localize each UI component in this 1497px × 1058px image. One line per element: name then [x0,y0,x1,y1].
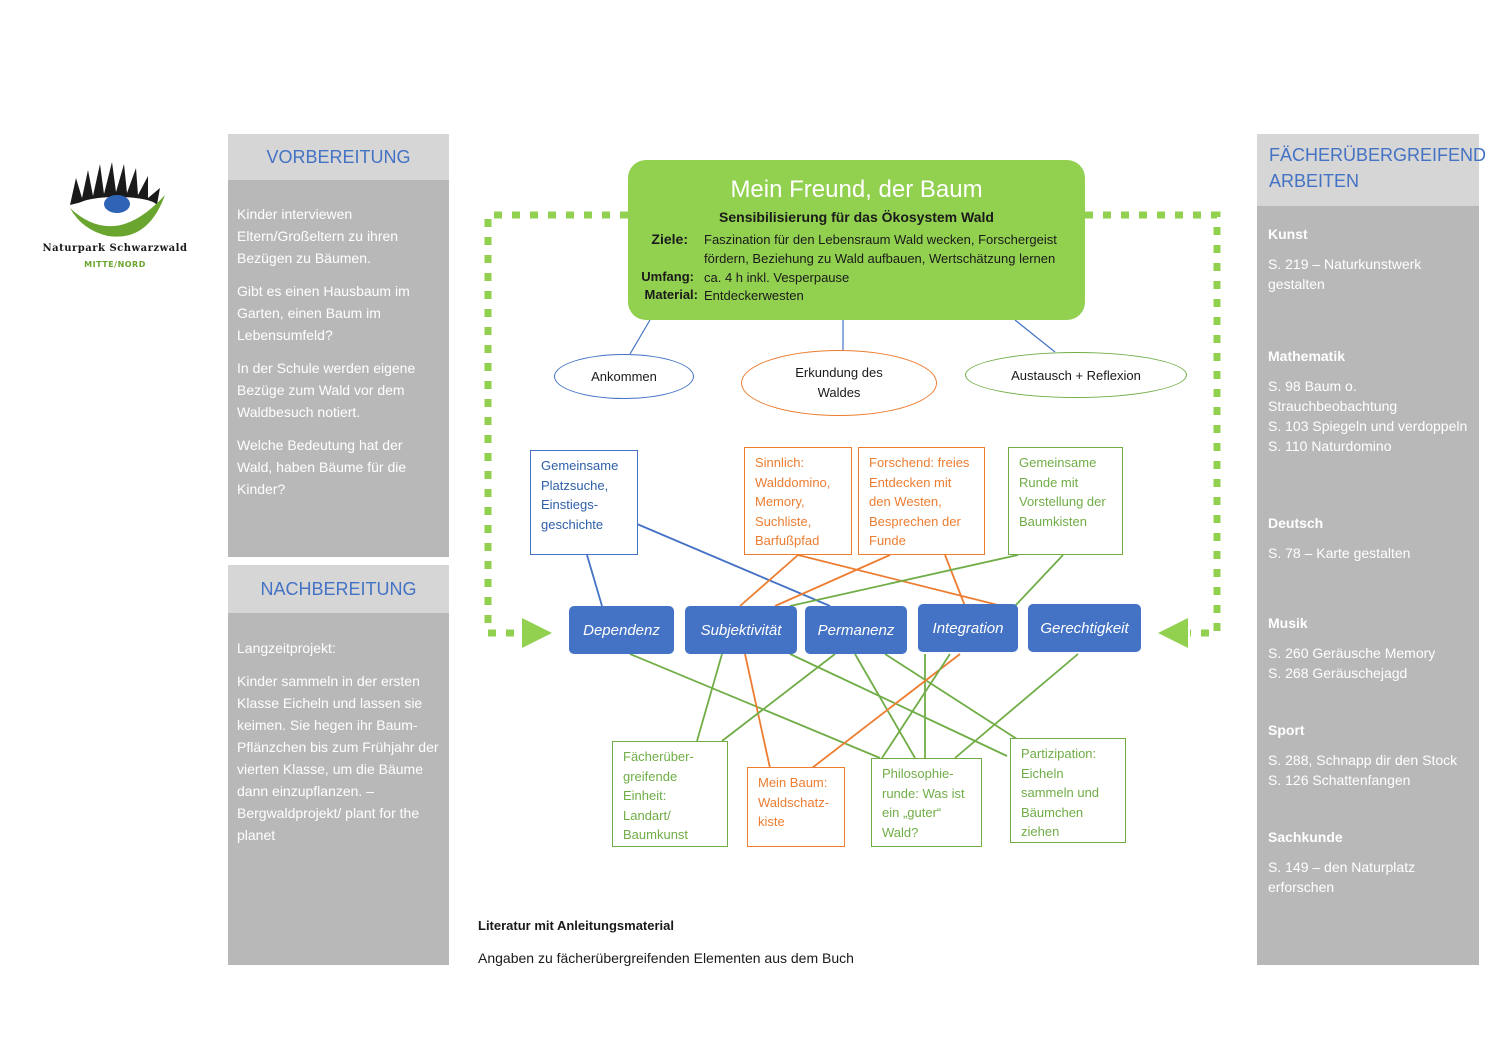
logo-crown [70,162,160,210]
principle-gerechtigkeit: Gerechtigkeit [1028,604,1141,652]
prep-text: Kinder interviewen Eltern/Großeltern zu … [228,183,449,500]
phase-connectors [629,319,1056,355]
phase-ankommen: Ankommen [554,354,694,399]
logo-name: Naturpark Schwarzwald [42,243,188,254]
subject-name: Kunst [1268,226,1308,242]
post-text: Langzeitprojekt: Kinder sammeln in der e… [228,613,449,846]
ziele-text: Faszination für den Lebensraum Wald weck… [704,232,1057,266]
ziele-label: Ziele: [651,231,688,247]
subject-list: Kunst S. 219 – Naturkunstwerk gestalten … [1257,206,1479,897]
subject-item: S. 126 Schattenfangen [1268,772,1411,788]
literature-note: Angaben zu fächerübergreifenden Elemente… [478,950,854,966]
loop-arrow-left [522,618,552,648]
principle-integration: Integration [918,604,1018,652]
post-intro: Langzeitprojekt: [237,640,336,656]
subject-name: Sport [1268,722,1305,738]
umfang-label: Umfang: [641,269,694,284]
subject-name: Sachkunde [1268,829,1343,845]
principle-subjektivitaet: Subjektivität [685,606,797,654]
subject-deutsch: Deutsch S. 78 – Karte gestalten [1268,515,1469,615]
phase-erkundung: Erkundung des Waldes [741,350,937,416]
logo-swoosh [70,195,165,237]
box-platzsuche: Gemeinsame Platzsuche, Einstiegs-geschic… [530,450,638,555]
crosscurricular-title: FÄCHERÜBERGREIFEND ARBEITEN [1257,134,1486,206]
literature-heading: Literatur mit Anleitungsmaterial [478,918,674,933]
bottom-connectors [629,653,1079,769]
loop-dotted-line [484,211,1221,637]
subject-item: S. 103 Spiegeln und verdoppeln [1268,418,1468,434]
prep-title: VORBEREITUNG [228,134,449,180]
box-partizipation: Partizipation: Eicheln sammeln und Bäumc… [1010,738,1126,843]
subject-item: S. 268 Geräuschejagd [1268,665,1408,681]
prep-item: Welche Bedeutung hat der Wald, haben Bäu… [237,437,407,497]
subject-sachkunde: Sachkunde S. 149 – den Naturplatz erfors… [1268,829,1469,897]
diagram-subtitle: Sensibilisierung für das Ökosystem Wald [719,209,994,225]
subject-mathematik: Mathematik S. 98 Baum o. Strauchbeobacht… [1268,348,1469,515]
subject-item: S. 260 Geräusche Memory [1268,645,1436,661]
phase-austausch: Austausch + Reflexion [965,352,1187,398]
post-title: NACHBEREITUNG [228,565,449,613]
naturpark-logo [70,162,165,237]
subject-musik: Musik S. 260 Geräusche Memory S. 268 Ger… [1268,615,1469,722]
subject-item: S. 78 – Karte gestalten [1268,545,1411,561]
subject-items: S. 219 – Naturkunstwerk gestalten [1268,254,1469,294]
subject-items: S. 98 Baum o. Strauchbeobachtung S. 103 … [1268,376,1469,456]
subject-item: S. 149 – den Naturplatz erforschen [1268,859,1416,895]
diagram-title: Mein Freund, der Baum [730,176,983,203]
box-philosophierunde: Philosophie-runde: Was ist ein „guter“ W… [871,758,982,847]
subject-name: Deutsch [1268,515,1324,531]
post-panel: NACHBEREITUNG Langzeitprojekt: Kinder sa… [228,565,449,965]
subject-item: S. 110 Naturdomino [1268,438,1392,454]
subject-name: Mathematik [1268,348,1346,364]
subject-items: S. 78 – Karte gestalten [1268,543,1469,563]
prep-item: Gibt es einen Hausbaum im Garten, einen … [237,283,410,343]
post-body: Kinder sammeln in der ersten Klasse Eich… [237,673,439,843]
logo-subname: MITTE/NORD [84,260,146,269]
subject-items: S. 149 – den Naturplatz erforschen [1268,857,1469,897]
subject-kunst: Kunst S. 219 – Naturkunstwerk gestalten [1268,226,1469,348]
box-mein-baum: Mein Baum: Waldschatz-kiste [747,767,845,847]
subject-item: S. 288, Schnapp dir den Stock [1268,752,1458,768]
box-sinnlich: Sinnlich: Walddomino, Memory, Suchliste,… [744,447,852,555]
box-faecheruebergreifend: Fächerüber-greifende Einheit: Landart/ B… [612,741,728,847]
subject-item: S. 98 Baum o. Strauchbeobachtung [1268,378,1398,414]
subject-item: S. 219 – Naturkunstwerk gestalten [1268,256,1422,292]
prep-item: In der Schule werden eigene Bezüge zum W… [237,360,416,420]
umfang-text: ca. 4 h inkl. Vesperpause [704,270,850,285]
loop-arrow-right [1158,618,1188,648]
subject-sport: Sport S. 288, Schnapp dir den Stock S. 1… [1268,722,1469,829]
material-label: Material: [644,287,698,302]
material-text: Entdeckerwesten [704,288,804,303]
box-gemeinsame-runde: Gemeinsame Runde mit Vorstellung der Bau… [1008,447,1123,555]
crosscurricular-panel: FÄCHERÜBERGREIFEND ARBEITEN Kunst S. 219… [1257,134,1486,965]
principle-permanenz: Permanenz [805,606,907,654]
prep-panel: VORBEREITUNG Kinder interviewen Eltern/G… [228,134,449,557]
box-forschend: Forschend: freies Entdecken mit den West… [858,447,985,555]
subject-name: Musik [1268,615,1308,631]
top-connectors [586,523,1064,607]
subject-items: S. 260 Geräusche Memory S. 268 Geräusche… [1268,643,1469,683]
principle-dependenz: Dependenz [569,606,674,654]
subject-items: S. 288, Schnapp dir den Stock S. 126 Sch… [1268,750,1469,790]
prep-item: Kinder interviewen Eltern/Großeltern zu … [237,206,399,266]
title-box [628,160,1085,320]
